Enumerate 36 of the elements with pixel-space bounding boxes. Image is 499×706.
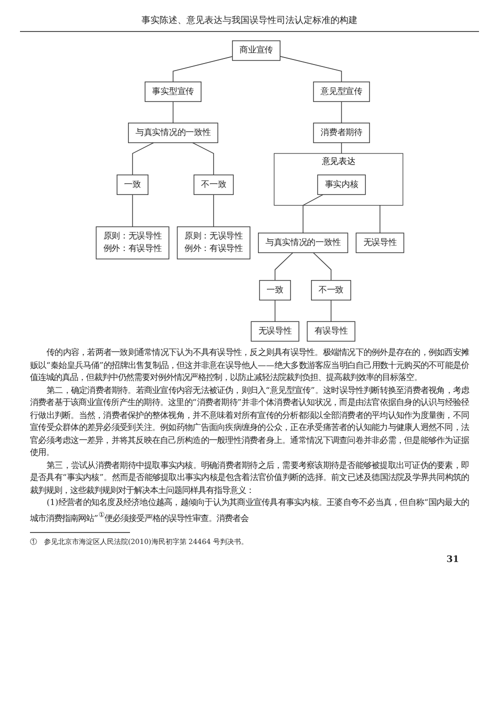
- node-box: 一致: [116, 174, 148, 195]
- connector: [132, 142, 154, 176]
- connector: [330, 300, 331, 322]
- node-box: 原则：无误导性 例外：有误导性: [176, 226, 250, 260]
- node-box: 商业宣传: [232, 40, 280, 61]
- connector: [312, 252, 331, 281]
- connector: [379, 204, 380, 234]
- node-box: 有误导性: [306, 321, 355, 342]
- node-box: 意见型宣传: [312, 82, 370, 102]
- body-paragraph: 第二，确定消费者期待。若商业宣传内容无法被证伪，则归入“意见型宣传”。这时误导性判断转换至消费者视角，考虑消费者基于该商业宣传所产生的期待。这里的“消费者期待”并非个体消费者认知状况，而是由法官依据自身的认识与经验径行做出判断。当然，消费者保护的整体视角，并不意味着对所有宣传的分析都须以全部消费者的平均认知作为度量衡，不同宣传受众群体的差异必须受到关注。例如药物广告面向疾病缠身的公众，正在承受痛苦者的认知能力与健康人迥然不同，法官必须考虑这一差异，并将其反映在自己所构造的一般理性消费者身上。通常情况下调查问卷并非必需，但是能够作为证据使用。: [30, 384, 469, 458]
- body-paragraph: 第三，尝试从消费者期待中提取事实内核。明确消费者期待之后，需要考察该期待是否能够被提取出可证伪的要素，即是否具有“事实内核”。然而是否能够提取出事实内核是包含着法官价值判断的选择。前文已述及德国法院及学界共同构筑的裁判规则，这些裁判规则对于解决本土问题同样具有指导意义：: [30, 458, 469, 496]
- node-box: 事实内核: [316, 174, 366, 195]
- connector: [274, 300, 275, 322]
- connector: [192, 142, 214, 176]
- node-box: 与真实情况的一致性: [128, 122, 218, 144]
- running-header: 事实陈述、意见表达与我国误导性司法认定标准的构建: [20, 0, 479, 32]
- body-paragraph: 传的内容，若两者一致则通常情况下认为不具有误导性，反之则具有误导性。极端情况下的例外是存在的，例如西安摊贩以“秦始皇兵马俑”的招牌出售复制品，但这并非意在误导他人——绝大多数游客应当明白自己用数十元购买的不可能是价值连城的真品，但裁判中仍然需要对例外情况严格控制，以防止减轻法院裁判负担、提高裁判效率的目标落空。: [30, 346, 469, 384]
- node-box: 消费者期待: [312, 122, 370, 144]
- connector: [340, 101, 342, 124]
- node-box: 原则：无误导性 例外：有误导性: [95, 226, 169, 260]
- connector: [172, 101, 173, 124]
- node-box: 无误导性: [355, 232, 404, 254]
- connector: [279, 56, 342, 82]
- connector: [212, 194, 214, 228]
- node-box: 不一致: [193, 174, 234, 195]
- node-box: 事实型宣传: [144, 82, 201, 102]
- connector: [274, 252, 293, 281]
- node-box: 一致: [258, 280, 290, 300]
- connector: [302, 194, 323, 234]
- node-box: 与真实情况的一致性: [257, 232, 348, 254]
- connector: [340, 142, 342, 154]
- body-paragraph: (1)经营者的知名度及经济地位越高，越倾向于认为其商业宣传具有事实内核。王婆自夸不必当真，但自称“国内最大的城市消费指南网站”$^{①}$便必须接受严格的误导性审查。消费者会: [30, 496, 469, 524]
- node-box: 无误导性: [250, 321, 299, 342]
- connector: [172, 56, 232, 82]
- page-number: 31: [445, 554, 459, 565]
- node-box: 不一致: [310, 280, 351, 300]
